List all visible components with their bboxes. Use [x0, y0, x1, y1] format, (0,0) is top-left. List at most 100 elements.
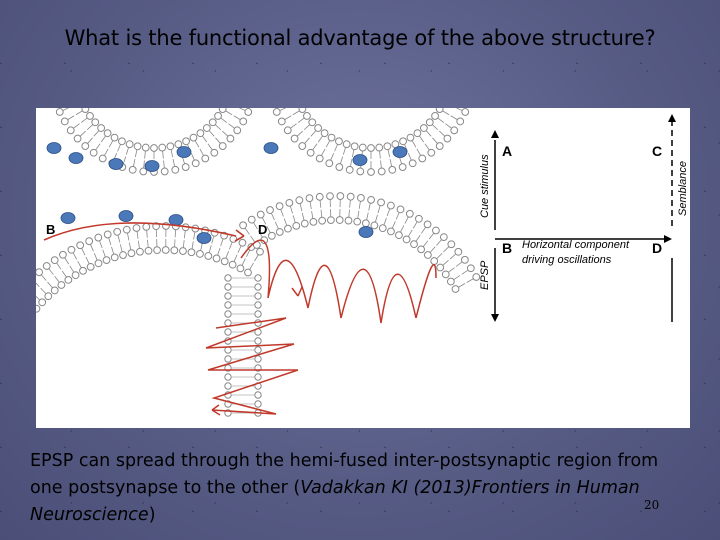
lipid-head	[427, 148, 436, 157]
lipid-tail	[408, 229, 413, 237]
lipid-head	[64, 275, 73, 284]
lipid-tail	[72, 252, 78, 260]
lipid-tail	[377, 205, 381, 214]
lipid-tail	[358, 201, 361, 209]
lipid-head	[239, 117, 248, 126]
figure-panel: B D A C B D Cue stimulus Semblance EPSP …	[36, 108, 690, 428]
lipid-tail	[244, 227, 250, 235]
lipid-tail	[321, 148, 326, 156]
lipid-head	[447, 240, 456, 249]
lipid-head	[133, 142, 142, 151]
lipid-tail	[312, 143, 318, 151]
lipid-tail	[350, 158, 353, 167]
lipid-head	[418, 154, 427, 163]
lipid-head	[419, 124, 428, 132]
oscillation-path-stalk	[205, 317, 299, 415]
lipid-tail	[225, 110, 233, 116]
lipid-head	[160, 167, 169, 176]
lipid-head	[236, 264, 245, 273]
channel-protein	[392, 146, 408, 158]
lipid-tail	[147, 239, 149, 248]
lipid-tail	[349, 200, 351, 208]
lipid-head	[224, 328, 232, 336]
lipid-tail	[311, 210, 314, 219]
lipid-tail	[48, 268, 54, 275]
lipid-head	[113, 227, 122, 236]
lipid-head	[128, 165, 137, 174]
lipid-tail	[202, 135, 208, 143]
lipid-head	[244, 268, 252, 277]
lipid-tail	[422, 240, 429, 247]
lipid-tail	[289, 206, 293, 214]
lipid-head	[239, 221, 247, 230]
lipid-tail	[144, 151, 146, 159]
lipid-head	[103, 129, 112, 138]
lipid-tail	[429, 246, 436, 253]
lipid-head	[413, 129, 422, 138]
lipid-head	[254, 301, 262, 309]
lipid-tail	[75, 110, 83, 116]
lipid-tail	[258, 230, 263, 238]
lipid-head	[55, 108, 64, 116]
caption: EPSP can spread through the hemi-fused i…	[30, 448, 690, 529]
channel-protein	[263, 142, 279, 154]
lipid-tail	[163, 160, 165, 169]
lipid-tail	[134, 149, 138, 158]
lipid-head	[254, 346, 262, 354]
lipid-head	[356, 167, 365, 176]
lipid-head	[204, 252, 213, 260]
lipid-tail	[117, 144, 121, 152]
lipid-head	[283, 126, 292, 135]
lipid-tail	[237, 245, 242, 253]
lipid-head	[122, 225, 131, 234]
lipid-head	[42, 262, 51, 270]
lipid-tail	[443, 246, 450, 253]
lipid-head	[295, 196, 304, 205]
lipid-tail	[229, 242, 233, 250]
lipid-tail	[162, 151, 164, 159]
lipid-tail	[215, 124, 222, 131]
lipid-head	[208, 118, 217, 127]
semblance-label: Semblance	[677, 161, 689, 216]
lipid-head	[174, 140, 183, 149]
lipid-tail	[368, 203, 371, 211]
lipid-tail	[104, 148, 109, 156]
lipid-tail	[90, 244, 94, 252]
lipid-tail	[249, 262, 254, 270]
lipid-head	[196, 129, 205, 138]
lipid-head	[353, 217, 362, 226]
lipid-head	[298, 142, 307, 150]
lipid-head	[142, 222, 151, 231]
caption-citation: Vadakkan KI (2013)Frontiers in Human Neu…	[30, 478, 640, 525]
lipid-head	[454, 247, 463, 256]
lipid-head	[342, 140, 351, 149]
lipid-tail	[292, 215, 296, 223]
channel-protein	[196, 232, 212, 244]
lipid-tail	[61, 270, 67, 278]
lipid-head	[306, 148, 315, 157]
lipid-tail	[320, 209, 323, 218]
lipid-head	[432, 226, 440, 235]
lipid-tail	[211, 236, 215, 244]
lipid-head	[309, 217, 318, 226]
lipid-head	[71, 271, 80, 280]
lipid-tail	[79, 130, 86, 137]
lipid-head	[472, 273, 481, 281]
arrow-head	[234, 229, 245, 242]
lipid-tail	[461, 269, 469, 275]
lipid-head	[233, 126, 242, 135]
lipid-head	[254, 373, 262, 381]
lipid-head	[238, 238, 247, 247]
lipid-head	[441, 270, 450, 279]
lipid-head	[456, 117, 465, 126]
lipid-head	[256, 210, 265, 219]
lipid-tail	[296, 130, 303, 137]
lipid-tail	[143, 160, 145, 169]
lipid-tail	[80, 117, 88, 123]
lipid-tail	[400, 225, 405, 233]
lipid-tail	[411, 140, 417, 148]
lipid-head	[59, 250, 67, 259]
lipid-tail	[407, 153, 412, 161]
lipid-head	[300, 219, 309, 228]
lipid-tail	[301, 212, 305, 221]
